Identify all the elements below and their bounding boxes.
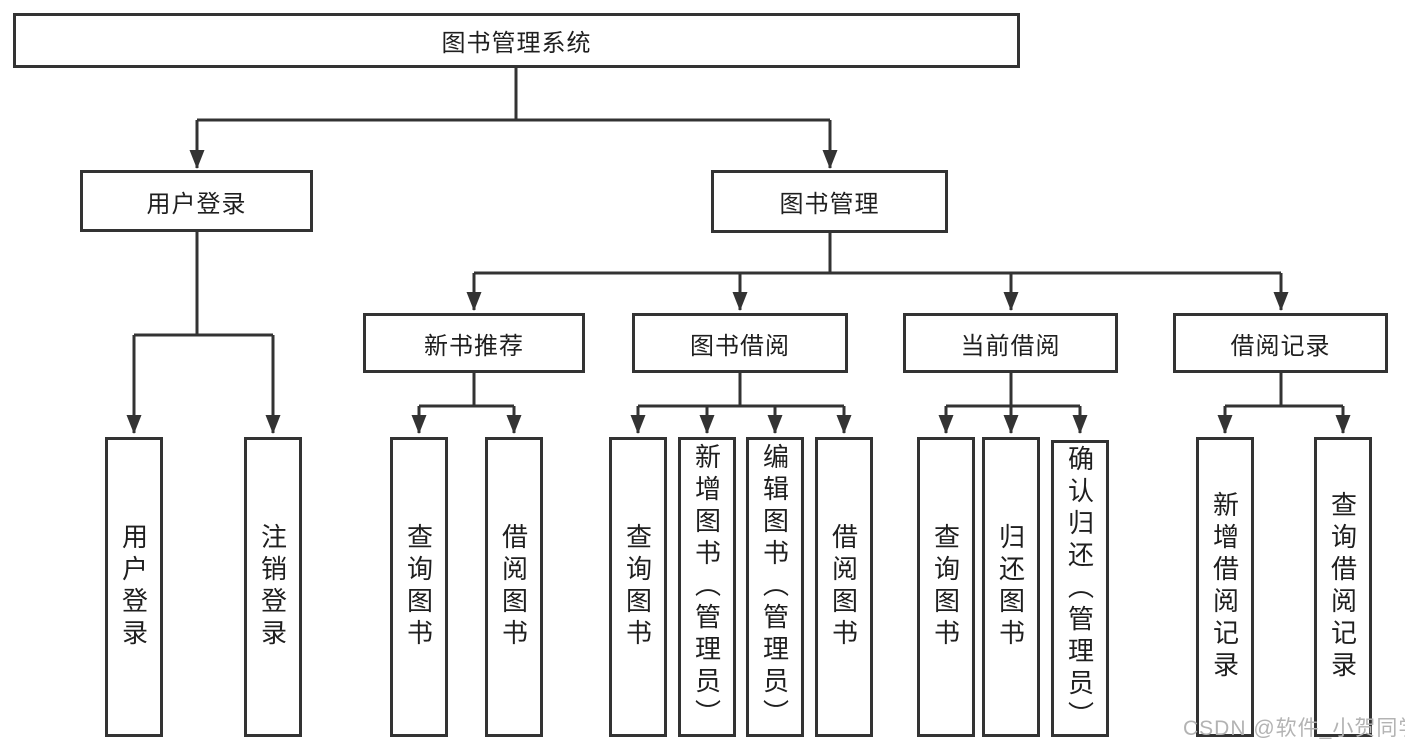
node-label: 新书推荐 <box>424 332 524 360</box>
trunk-root <box>197 68 830 122</box>
node-label: 新增借阅记录 <box>1209 491 1240 683</box>
node-br-query-record: 查询借阅记录 <box>1314 437 1372 737</box>
node-label: 查询图书 <box>622 523 653 651</box>
node-label: 编辑图书（管理员） <box>759 443 790 731</box>
trunk-borrow-records <box>1225 373 1343 408</box>
node-label: 借阅记录 <box>1230 332 1331 360</box>
node-br-add-record: 新增借阅记录 <box>1196 437 1254 737</box>
node-user-login: 用户登录 <box>80 170 313 232</box>
node-label: 注销登录 <box>257 523 288 651</box>
node-label: 借阅图书 <box>498 523 529 651</box>
node-label: 借阅图书 <box>828 523 859 651</box>
trunk-book-borrow <box>638 373 844 408</box>
node-bb-borrow-books: 借阅图书 <box>815 437 873 737</box>
node-nbr-borrow-books: 借阅图书 <box>485 437 543 737</box>
node-new-book-recommend: 新书推荐 <box>363 313 585 373</box>
watermark-text: CSDN @软件_小贺同学 <box>1183 717 1405 740</box>
node-label: 用户登录 <box>118 523 149 651</box>
node-label: 新增图书（管理员） <box>691 443 722 731</box>
trunk-current-borrow <box>946 373 1080 408</box>
node-bb-query-books: 查询图书 <box>609 437 667 737</box>
trunk-book-management <box>474 233 1281 275</box>
node-label: 图书管理系统 <box>441 30 592 57</box>
node-cb-return-books: 归还图书 <box>982 437 1040 737</box>
node-user-login-leaf: 用户登录 <box>105 437 163 737</box>
node-borrow-records: 借阅记录 <box>1173 313 1388 373</box>
node-cb-confirm-return-admin: 确认归还（管理员） <box>1051 440 1109 737</box>
node-label: 确认归还（管理员） <box>1064 444 1095 733</box>
node-book-borrow: 图书借阅 <box>632 313 848 373</box>
node-library-management-system: 图书管理系统 <box>13 13 1020 68</box>
node-label: 归还图书 <box>995 523 1026 651</box>
node-bb-edit-book-admin: 编辑图书（管理员） <box>746 437 804 737</box>
node-label: 查询图书 <box>930 523 961 651</box>
node-current-borrow: 当前借阅 <box>903 313 1118 373</box>
node-logout-leaf: 注销登录 <box>244 437 302 737</box>
node-label: 当前借阅 <box>960 332 1061 360</box>
node-cb-query-books: 查询图书 <box>917 437 975 737</box>
node-label: 图书借阅 <box>690 332 790 360</box>
node-nbr-query-books: 查询图书 <box>390 437 448 737</box>
node-label: 查询图书 <box>403 523 434 651</box>
trunk-user-login <box>134 232 273 337</box>
node-label: 查询借阅记录 <box>1327 491 1358 683</box>
trunk-new-book-recommend <box>419 373 514 408</box>
node-label: 用户登录 <box>146 190 247 218</box>
node-label: 图书管理 <box>779 191 880 218</box>
node-bb-add-book-admin: 新增图书（管理员） <box>678 437 736 737</box>
node-book-management: 图书管理 <box>711 170 948 233</box>
